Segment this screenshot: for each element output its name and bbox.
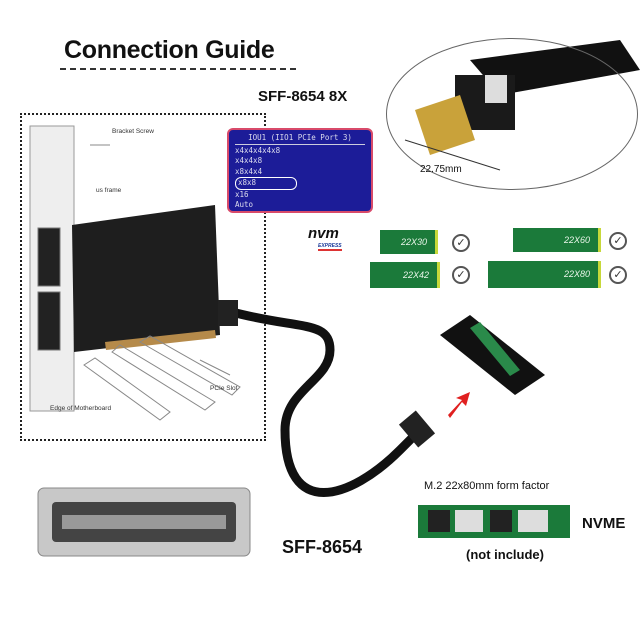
cable-connector-card-end (218, 300, 238, 326)
bios-option: Auto (235, 200, 254, 209)
nvm-logo-subtitle: EXPRESS (318, 243, 342, 251)
adapter-card (72, 205, 220, 352)
bios-header: IOU1 (IIO1 PCIe Port 3) (235, 133, 365, 145)
sff8654-cable (230, 307, 424, 497)
connector-width-label: 22.75mm (420, 164, 462, 175)
bios-option: x16 (235, 189, 249, 199)
bios-option: x8x4x4 (235, 166, 263, 176)
bios-option: x4x4x4x4x8 (235, 145, 281, 155)
pcie-slot-label: PCIe Slot (210, 385, 238, 392)
check-icon: ✓ (452, 234, 470, 252)
bios-option: x4x4x8 (235, 156, 263, 165)
cable-label-top: SFF-8654 8X (258, 88, 348, 105)
us-frame-label: us frame (96, 187, 122, 194)
pcie-slots (83, 144, 241, 421)
card-gold-fingers (105, 330, 216, 350)
sff8654-port-image (37, 487, 251, 557)
check-icon: ✓ (452, 266, 470, 284)
cable-label-bottom: SFF-8654 (282, 537, 363, 557)
m2-size-22x80: 22X80 (488, 261, 601, 288)
bios-option-selected: x8x8 (235, 177, 297, 190)
check-icon: ✓ (609, 266, 627, 284)
page-title: Connection Guide (64, 36, 275, 64)
m2-adapter-board (440, 315, 545, 395)
m2-form-factor-label: M.2 22x80mm form factor (424, 480, 550, 492)
nvme-label: NVME (582, 515, 626, 532)
connector-closeup-frame (386, 38, 638, 190)
motherboard-label: Edge of Motherboard (50, 405, 112, 412)
nvm-logo-text: nvm (308, 225, 339, 242)
bios-setting-panel: IOU1 (IIO1 PCIe Port 3) x4x4x4x4x8 x4x4x… (227, 128, 373, 213)
installation-diagram-frame (20, 113, 266, 441)
not-included-label: (not include) (466, 547, 544, 562)
m2-size-22x30: 22X30 (380, 230, 438, 254)
m2-ssd-image (418, 505, 570, 538)
pci-bracket (29, 125, 75, 412)
check-icon: ✓ (609, 232, 627, 250)
bracket-screw-label: Bracket Screw (112, 128, 154, 135)
title-underline (60, 68, 296, 70)
cable-connector-board-end (398, 410, 436, 448)
red-arrow (448, 392, 470, 418)
m2-size-22x42: 22X42 (370, 262, 440, 288)
m2-size-22x60: 22X60 (513, 228, 601, 252)
